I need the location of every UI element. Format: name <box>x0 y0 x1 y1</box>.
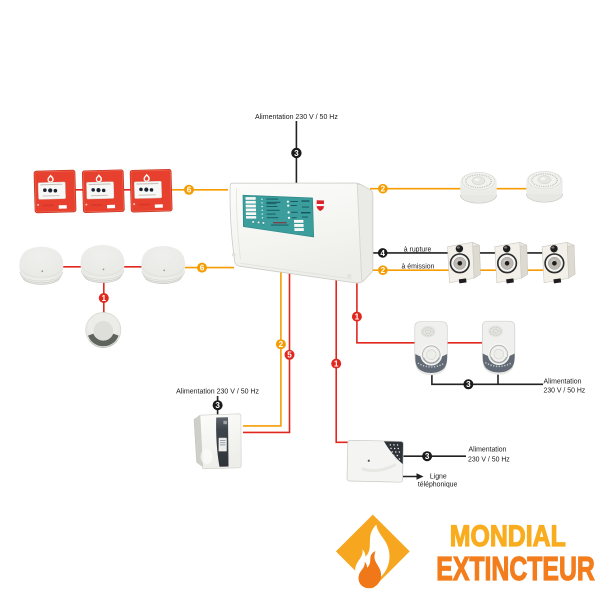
svg-text:à émission: à émission <box>402 263 435 270</box>
svg-text:3: 3 <box>425 452 430 461</box>
svg-text:téléphonique: téléphonique <box>418 482 458 489</box>
svg-text:6: 6 <box>187 186 192 195</box>
svg-text:MONDIAL: MONDIAL <box>450 520 566 553</box>
svg-text:EXTINCTEUR: EXTINCTEUR <box>436 551 595 588</box>
svg-text:2: 2 <box>279 340 284 349</box>
svg-text:3: 3 <box>294 149 299 158</box>
svg-text:5: 5 <box>287 351 292 360</box>
svg-text:Ligne: Ligne <box>430 473 447 480</box>
svg-text:230 V / 50 Hz: 230 V / 50 Hz <box>468 457 510 464</box>
svg-text:Alimentation: Alimentation <box>544 378 582 385</box>
svg-text:6: 6 <box>200 264 205 273</box>
svg-text:Alimentation 230 V / 50 Hz: Alimentation 230 V / 50 Hz <box>176 389 259 396</box>
svg-text:1: 1 <box>102 294 107 303</box>
svg-text:Alimentation: Alimentation <box>469 447 507 454</box>
svg-text:3: 3 <box>466 380 471 389</box>
svg-text:1: 1 <box>334 360 339 369</box>
svg-text:3: 3 <box>215 401 220 410</box>
svg-text:4: 4 <box>380 249 385 258</box>
svg-text:230 V / 50 Hz: 230 V / 50 Hz <box>544 387 586 394</box>
svg-text:1: 1 <box>355 313 360 322</box>
svg-text:Alimentation 230 V / 50 Hz: Alimentation 230 V / 50 Hz <box>255 114 338 121</box>
svg-text:2: 2 <box>381 266 386 275</box>
svg-text:à rupture: à rupture <box>404 246 432 253</box>
svg-text:2: 2 <box>381 185 386 194</box>
